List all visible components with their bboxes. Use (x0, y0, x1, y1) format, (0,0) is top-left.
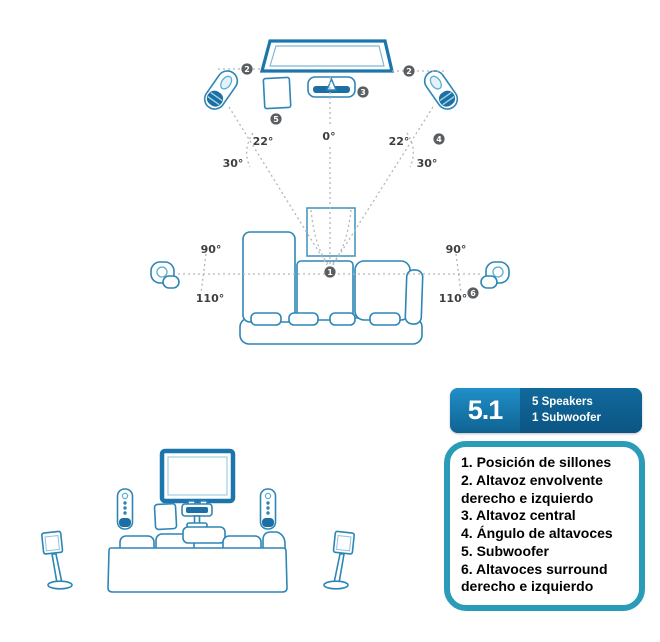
svg-text:5: 5 (273, 115, 279, 124)
channel-format-description: 5 Speakers 1 Subwoofer (520, 388, 642, 433)
svg-text:6: 6 (470, 289, 476, 298)
angle-labels: 0° 22° 22° 30° 30° 90° 90° 110° 110° (196, 130, 467, 305)
legend-item: 6. Altavoces surround derecho e izquierd… (461, 560, 608, 595)
surround-left-stand-icon (41, 530, 73, 590)
tv-top-view-icon (259, 39, 395, 73)
svg-text:2: 2 (406, 67, 412, 76)
center-speaker-icon (307, 76, 356, 98)
front-left-tower-icon (116, 488, 134, 530)
surround-right-speaker-icon (480, 261, 510, 289)
marker-4: 4 (433, 133, 445, 145)
svg-text:3: 3 (360, 88, 366, 97)
center-speaker-front-icon (181, 500, 213, 529)
numbered-markers: 2 2 3 5 4 1 6 (241, 63, 479, 299)
front-right-tower-icon (259, 488, 277, 530)
angle-110-left: 110° (196, 292, 224, 305)
marker-2-right: 2 (403, 65, 415, 77)
speakers-count-label: 5 Speakers (532, 395, 593, 408)
marker-6: 6 (467, 287, 479, 299)
svg-text:4: 4 (436, 135, 442, 144)
legend-item: 1. Posición de sillones (461, 454, 612, 470)
table-square (306, 207, 356, 257)
angle-90-right: 90° (446, 243, 467, 256)
placement-top-view-diagram: 0° 22° 22° 30° 30° 90° 90° 110° 110° 2 2… (150, 39, 510, 345)
marker-5: 5 (270, 113, 282, 125)
angle-30-right: 30° (417, 157, 438, 170)
subwoofer-icon (262, 76, 292, 110)
subwoofer-front-icon (153, 502, 178, 531)
tv-front-icon (159, 448, 236, 504)
angle-0: 0° (322, 130, 335, 143)
marker-3: 3 (357, 86, 369, 98)
sofa-rear-icon (107, 526, 288, 593)
front-left-speaker-icon (203, 70, 239, 110)
sofa-icon (239, 231, 424, 345)
front-right-speaker-icon (423, 70, 459, 110)
legend-item: 5. Subwoofer (461, 542, 549, 559)
legend-item: 3. Altavoz central (461, 507, 576, 524)
angle-90-left: 90° (201, 243, 222, 256)
room-perspective-illustration (41, 448, 355, 593)
svg-text:2: 2 (244, 65, 250, 74)
channel-format-value: 5.1 (450, 388, 520, 433)
guide-lines (178, 68, 483, 294)
marker-2-left: 2 (241, 63, 253, 75)
angle-110-right: 110° (439, 292, 467, 305)
legend-box: 1. Posición de sillones 2. Altavoz envol… (444, 441, 645, 612)
subwoofer-count-label: 1 Subwoofer (532, 411, 602, 424)
legend-item: 4. Ángulo de altavoces (461, 525, 613, 542)
angle-22-right: 22° (389, 135, 410, 148)
channel-format-badge: 5.1 5 Speakers 1 Subwoofer (450, 388, 642, 433)
marker-1: 1 (324, 266, 336, 278)
angle-22-left: 22° (253, 135, 274, 148)
surround-left-speaker-icon (150, 261, 180, 289)
angle-30-left: 30° (223, 157, 244, 170)
svg-text:1: 1 (327, 268, 333, 277)
legend-item: 2. Altavoz envolvente derecho e izquierd… (461, 471, 603, 506)
surround-right-stand-icon (323, 530, 355, 590)
